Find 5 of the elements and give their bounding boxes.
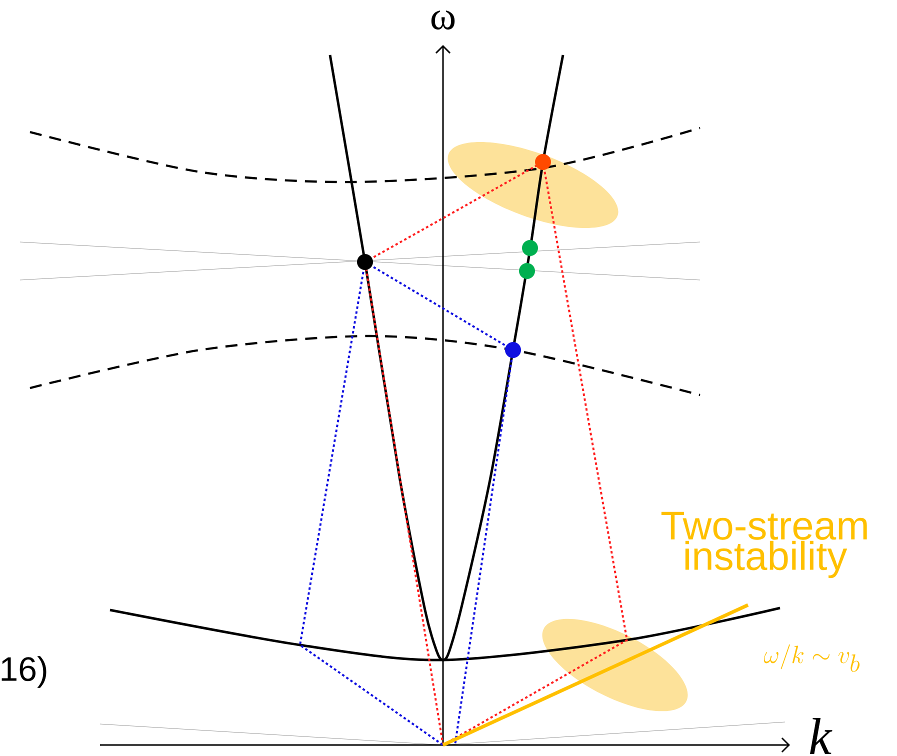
axis-label: ω — [431, 10, 455, 30]
formula-label: $\omega/k\sim v_b$ — [764, 644, 860, 672]
partial-text: 16) — [2, 656, 46, 688]
annotation-text: Two-stream instability — [661, 512, 867, 578]
axis-label: k — [810, 718, 832, 754]
